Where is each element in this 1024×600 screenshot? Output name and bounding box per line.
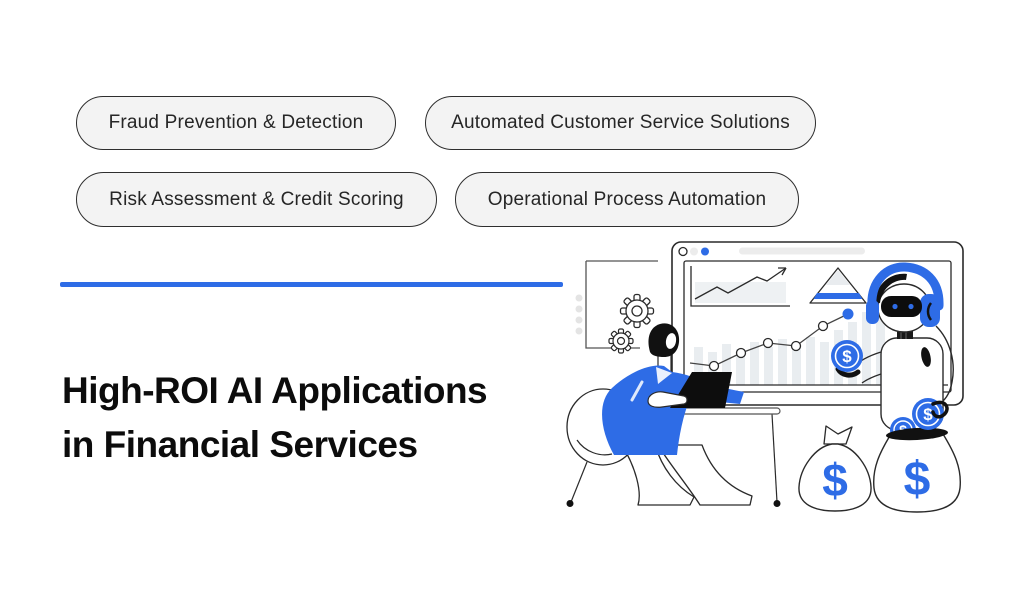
gear-small-icon (608, 328, 634, 354)
tag-risk-assessment: Risk Assessment & Credit Scoring (76, 172, 437, 227)
tag-automated-customer-service: Automated Customer Service Solutions (425, 96, 816, 150)
data-point-highlight (842, 308, 854, 320)
dollar-coin-icon: $ (831, 340, 863, 372)
page-title-line1: High-ROI AI Applications (62, 370, 488, 411)
tag-label: Automated Customer Service Solutions (451, 112, 790, 133)
svg-text:$: $ (904, 453, 931, 506)
line-chart-icon (690, 266, 790, 307)
tag-operational-automation: Operational Process Automation (455, 172, 799, 227)
pyramid-chart-icon (809, 267, 867, 304)
robot-visor (881, 296, 922, 317)
svg-text:$: $ (923, 405, 933, 424)
robot-eye (892, 303, 898, 310)
svg-text:$: $ (842, 347, 852, 366)
tag-label: Risk Assessment & Credit Scoring (109, 188, 404, 210)
page-title-line2: in Financial Services (62, 424, 418, 465)
dollar-coin-icon: $ (912, 398, 944, 430)
window-dot-icon (701, 247, 709, 256)
headphones-icon (866, 262, 944, 327)
person-hand (647, 391, 688, 408)
gear-icon (619, 293, 655, 329)
address-bar (739, 247, 865, 255)
cord-hook (931, 400, 949, 419)
robot-eye (908, 303, 914, 310)
tag-label: Operational Process Automation (487, 188, 767, 210)
accent-divider-line (60, 282, 563, 287)
window-dot-icon (690, 247, 698, 256)
tag-fraud-prevention: Fraud Prevention & Detection (76, 96, 396, 150)
page-title: High-ROI AI Applications in Financial Se… (62, 364, 582, 472)
window-dot-icon (678, 246, 688, 257)
money-bag-icon: $ (798, 425, 872, 512)
tag-label: Fraud Prevention & Detection (108, 112, 364, 133)
money-bag-icon: $ (873, 427, 961, 513)
money-bags: $ $ $ $ (798, 398, 961, 513)
financial-ai-illustration: $ (566, 241, 964, 513)
robot-hand (835, 366, 861, 378)
person-icon (602, 323, 753, 506)
svg-text:$: $ (822, 454, 848, 506)
